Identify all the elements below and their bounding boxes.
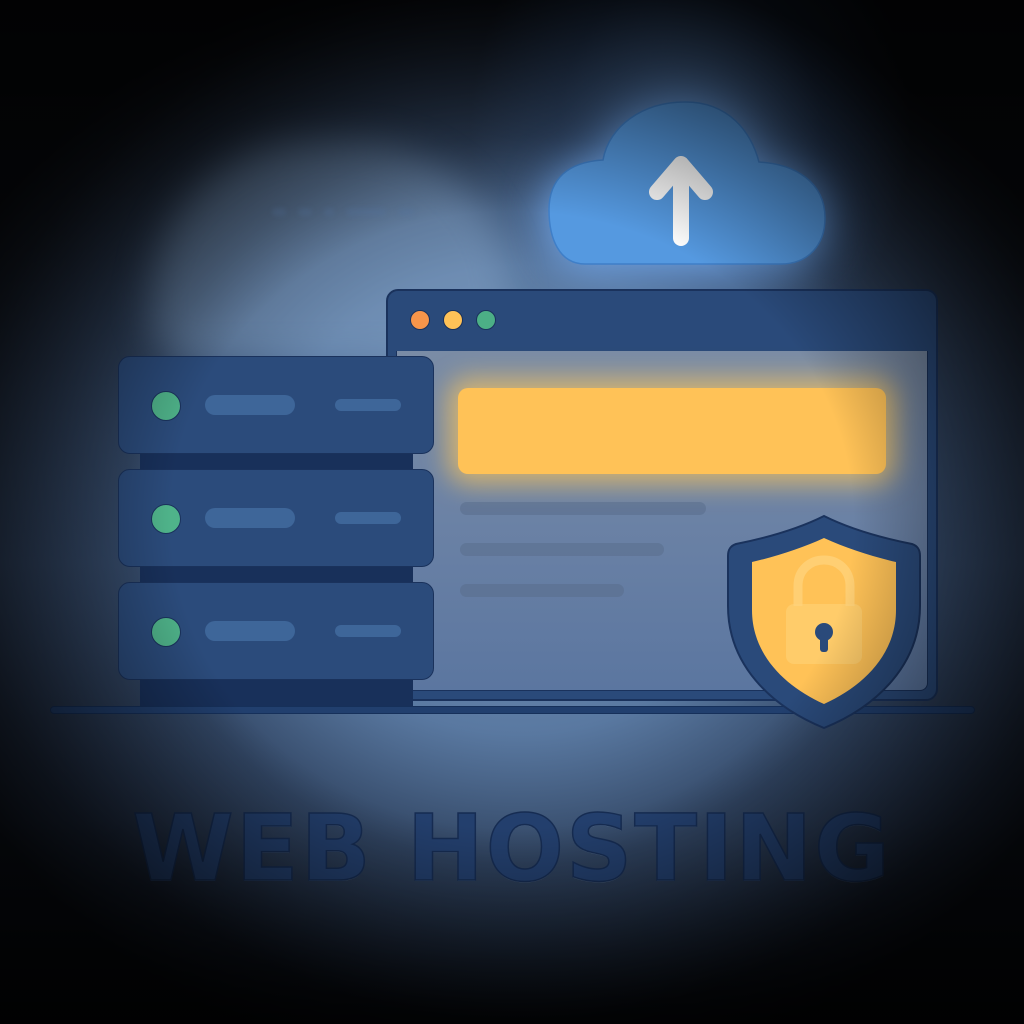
window-minimize-dot[interactable] [443, 310, 463, 330]
server-unit-2 [118, 469, 434, 567]
server-slot-small [335, 512, 401, 524]
server-slot-small [335, 399, 401, 411]
text-line-2 [460, 543, 664, 556]
window-maximize-dot[interactable] [476, 310, 496, 330]
server-slot-small [335, 625, 401, 637]
shield-lock-icon [727, 514, 921, 730]
browser-title-bar [388, 291, 936, 349]
window-close-dot[interactable] [410, 310, 430, 330]
status-led-icon [151, 391, 181, 421]
server-slot [205, 621, 295, 641]
server-unit-3 [118, 582, 434, 680]
background-ghost-dots [272, 208, 414, 216]
text-line-1 [460, 502, 706, 515]
highlight-banner [458, 388, 886, 474]
server-unit-1 [118, 356, 434, 454]
status-led-icon [151, 504, 181, 534]
text-line-3 [460, 584, 624, 597]
status-led-icon [151, 617, 181, 647]
cloud-upload-icon [548, 101, 826, 265]
server-slot [205, 395, 295, 415]
server-slot [205, 508, 295, 528]
page-title: WEB HOSTING [132, 794, 892, 903]
